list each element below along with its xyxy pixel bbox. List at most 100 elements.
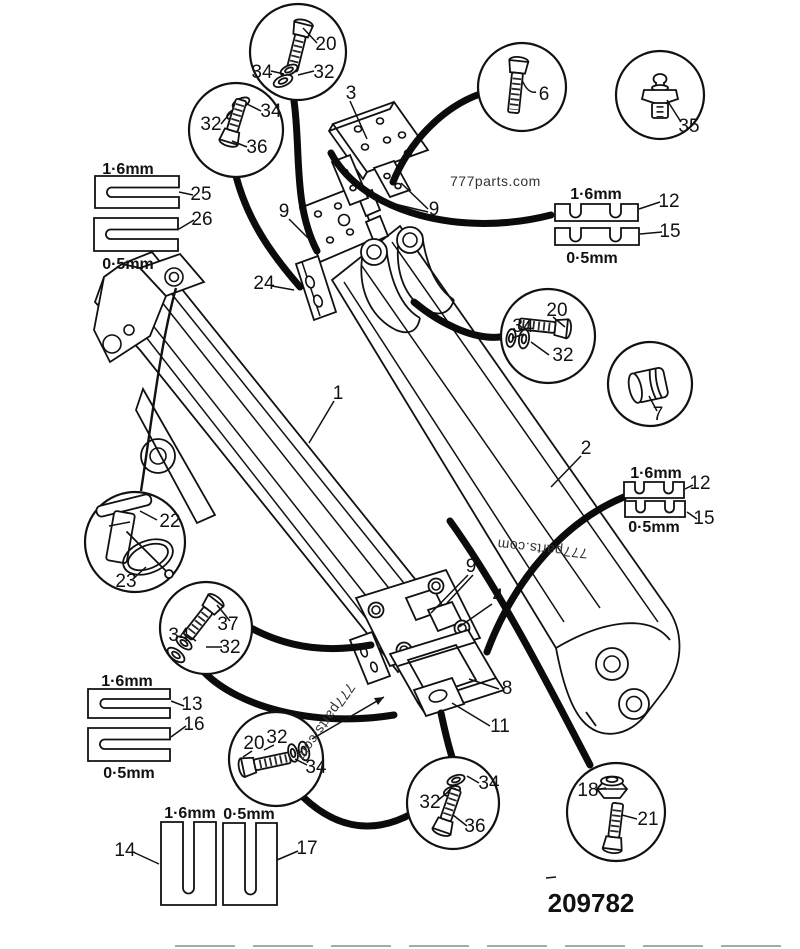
part-label-32: 32 bbox=[419, 792, 440, 813]
part-label-37: 37 bbox=[217, 614, 238, 635]
hex-bolt-37-icon bbox=[183, 593, 225, 641]
shim-17 bbox=[222, 822, 278, 906]
shim-set-top-right bbox=[554, 203, 640, 246]
dipper-beam-part-2 bbox=[330, 224, 681, 735]
thick-leader-curves bbox=[201, 90, 628, 830]
spring-washer-32-icon bbox=[175, 635, 193, 651]
shim-size-labels: 1·6mm 0·5mm 1·6mm 0·5mm 1·6mm 0·5mm 1·6m… bbox=[101, 161, 682, 823]
shim-25 bbox=[94, 175, 180, 209]
shim-15 bbox=[624, 500, 686, 518]
bush-icon bbox=[627, 367, 669, 404]
part-label-34: 34 bbox=[251, 62, 273, 83]
leader-lines bbox=[132, 27, 698, 879]
part-label-34: 34 bbox=[168, 625, 190, 646]
part-label-3: 3 bbox=[346, 83, 357, 104]
part-label-32: 32 bbox=[552, 345, 573, 366]
hex-bolt-6-icon bbox=[507, 55, 530, 114]
callout-bolt-6 bbox=[476, 41, 568, 133]
part-label-26: 26 bbox=[191, 209, 212, 230]
callout-pin-22-clip-23 bbox=[83, 490, 187, 594]
part-label-9: 9 bbox=[279, 201, 290, 222]
part-label-17: 17 bbox=[296, 838, 317, 859]
lynch-clip-23-icon bbox=[122, 531, 174, 579]
part-label-9: 9 bbox=[466, 556, 477, 577]
part-label-32: 32 bbox=[266, 727, 287, 748]
shim-thickness-label: 0·5mm bbox=[102, 256, 154, 273]
part-label-25: 25 bbox=[190, 184, 211, 205]
spring-washer-34-icon bbox=[272, 73, 294, 89]
washer-34-icon bbox=[297, 740, 311, 762]
hex-bolt-36-icon bbox=[431, 787, 462, 837]
callout-bush-7 bbox=[606, 340, 694, 428]
shim-thickness-label: 0·5mm bbox=[628, 519, 680, 536]
shim-thickness-label: 1·6mm bbox=[630, 465, 682, 482]
callout-bolt-36-top bbox=[187, 81, 285, 179]
washer-34-icon bbox=[446, 773, 466, 787]
hex-bolt-20-icon bbox=[517, 317, 573, 340]
callout-bolt-20-bottom bbox=[227, 710, 325, 808]
hex-bolt-21-icon bbox=[601, 802, 624, 855]
washer-34-icon bbox=[505, 328, 517, 348]
part-label-34: 34 bbox=[478, 773, 500, 794]
shim-thickness-label: 0·5mm bbox=[103, 765, 155, 782]
part-label-9: 9 bbox=[429, 199, 440, 220]
boom-beam-part-1 bbox=[93, 250, 450, 674]
callout-grease-nipple-35 bbox=[614, 49, 706, 141]
callout-bolt-20-mid bbox=[499, 287, 597, 385]
shim-thickness-label: 1·6mm bbox=[164, 805, 216, 822]
shim-set-mid-left bbox=[87, 688, 171, 762]
clevis-lug bbox=[360, 245, 421, 334]
watermark-text: 777parts.com bbox=[450, 173, 541, 189]
callout-bolt-37 bbox=[158, 580, 254, 676]
shim-15 bbox=[554, 227, 640, 246]
part-labels: 20 34 32 3 34 32 36 6 35 25 26 12 15 9 9… bbox=[114, 34, 714, 861]
plate-part-3 bbox=[327, 100, 430, 207]
clamp-assembly bbox=[348, 568, 505, 718]
part-label-21: 21 bbox=[637, 809, 658, 830]
part-label-7: 7 bbox=[653, 404, 664, 425]
part-label-13: 13 bbox=[181, 694, 202, 715]
part-label-6: 6 bbox=[539, 84, 550, 105]
part-label-16: 16 bbox=[183, 714, 204, 735]
part-label-24: 24 bbox=[253, 273, 275, 294]
part-label-32: 32 bbox=[200, 114, 221, 135]
boom-gusset bbox=[135, 386, 217, 525]
part-label-34: 34 bbox=[260, 101, 282, 122]
part-label-15: 15 bbox=[693, 508, 714, 529]
shim-thickness-label: 0·5mm bbox=[566, 250, 618, 267]
shim-12 bbox=[623, 481, 685, 499]
part-label-34: 34 bbox=[512, 316, 534, 337]
part-label-12: 12 bbox=[658, 191, 679, 212]
figure-number: 209782 bbox=[548, 888, 635, 918]
part-label-36: 36 bbox=[464, 816, 485, 837]
callout-nut-18-bolt-21 bbox=[565, 761, 667, 863]
part-label-2: 2 bbox=[581, 438, 592, 459]
part-label-20: 20 bbox=[315, 34, 336, 55]
part-label-20: 20 bbox=[546, 300, 567, 321]
shim-thickness-label: 1·6mm bbox=[570, 186, 622, 203]
part-label-12: 12 bbox=[689, 473, 710, 494]
lock-nut-18-icon bbox=[595, 775, 629, 799]
part-label-18: 18 bbox=[577, 780, 598, 801]
shim-12 bbox=[554, 203, 639, 222]
shim-16 bbox=[87, 727, 171, 762]
shim-26 bbox=[93, 217, 179, 252]
shim-thickness-label: 1·6mm bbox=[101, 673, 153, 690]
shim-set-bottom bbox=[160, 821, 278, 906]
part-label-35: 35 bbox=[678, 116, 699, 137]
part-label-14: 14 bbox=[114, 840, 136, 861]
shim-13 bbox=[87, 688, 171, 719]
shim-set-top-left bbox=[93, 175, 180, 252]
callout-bolt-36-bottom bbox=[405, 755, 501, 851]
part-label-23: 23 bbox=[115, 571, 136, 592]
part-label-4: 4 bbox=[493, 586, 504, 607]
shim-thickness-label: 1·6mm bbox=[102, 161, 154, 178]
part-label-11: 11 bbox=[490, 716, 510, 737]
part-label-32: 32 bbox=[219, 637, 240, 658]
pivot-pin-22-icon bbox=[95, 493, 153, 564]
part-label-32: 32 bbox=[313, 62, 334, 83]
part-label-36: 36 bbox=[246, 137, 267, 158]
part-label-34: 34 bbox=[305, 757, 327, 778]
